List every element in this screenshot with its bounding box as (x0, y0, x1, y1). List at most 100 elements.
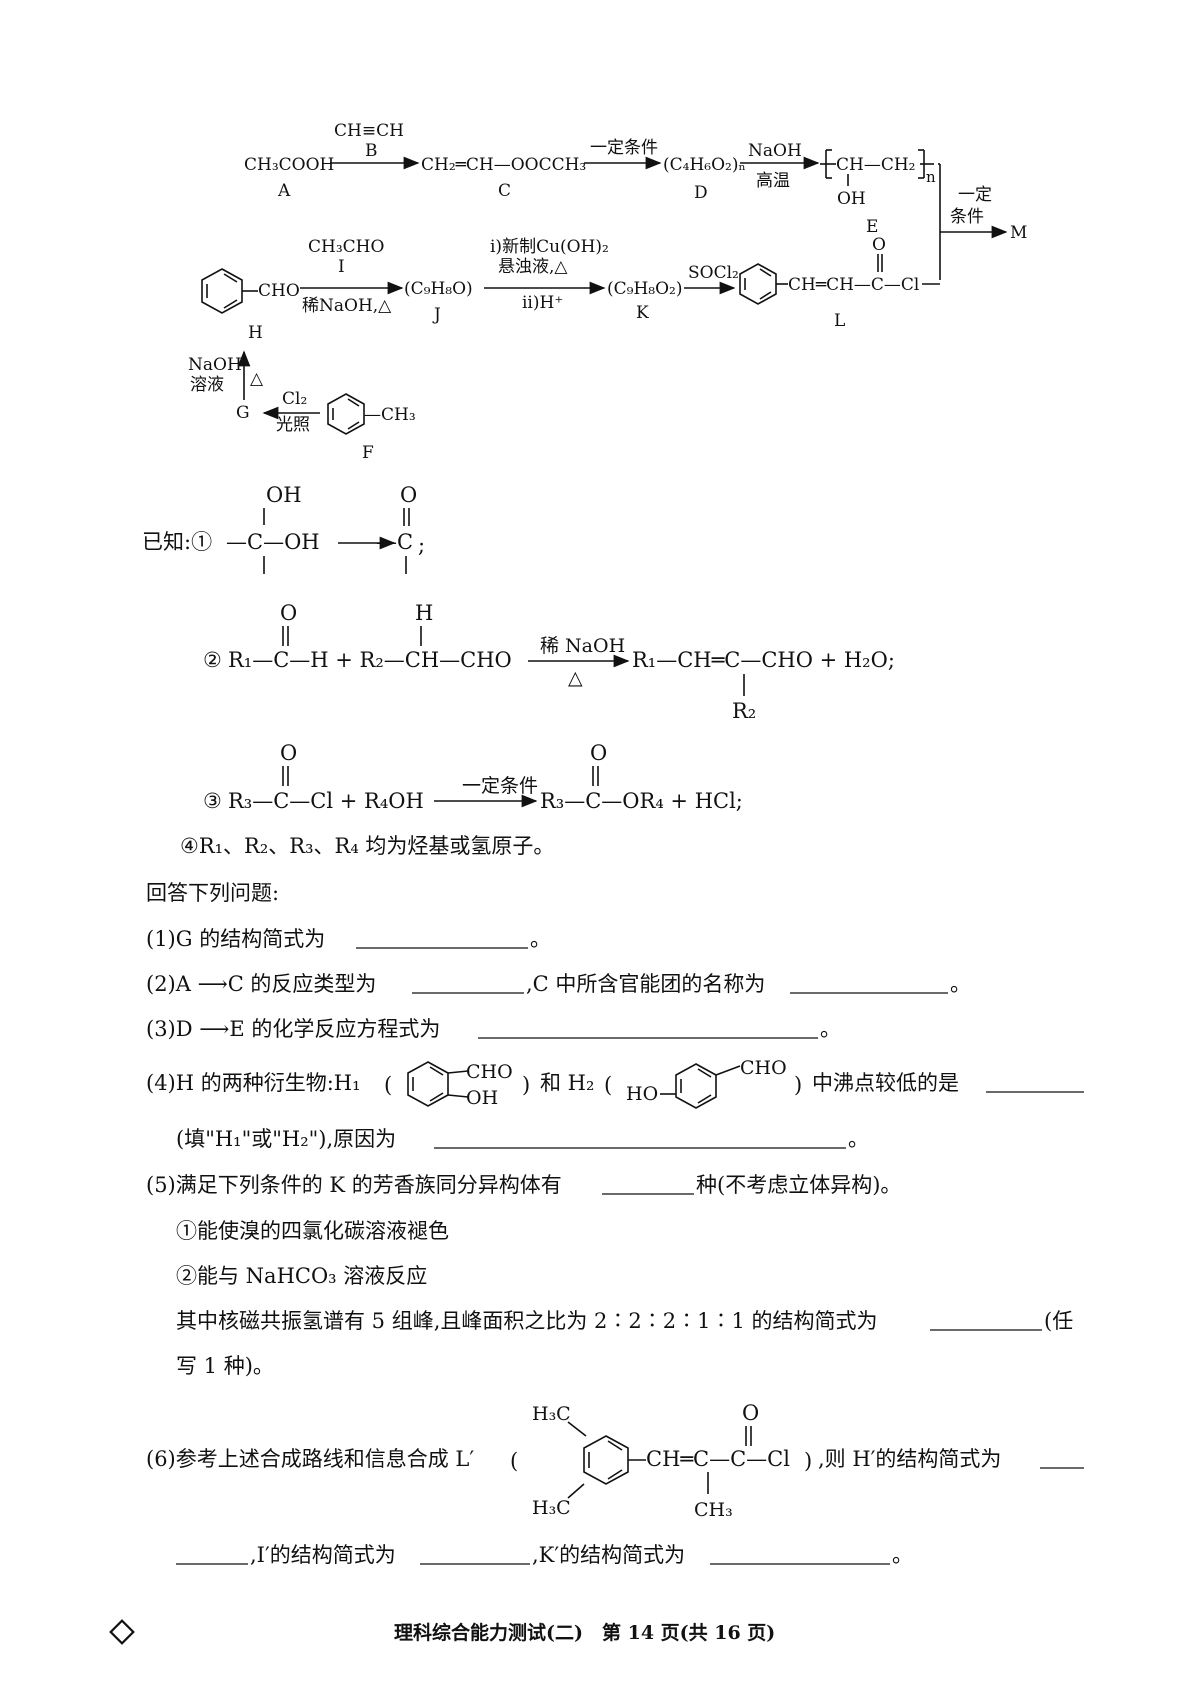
label-G: G (236, 403, 250, 423)
L-prime-CH3-top: H₃C (532, 1403, 571, 1425)
svg-text:): ) (804, 1449, 812, 1473)
compound-K: (C₉H₈O₂) (607, 279, 682, 299)
q5-text-b: 种(不考虑立体异构)。 (696, 1173, 901, 1197)
label-E: E (866, 217, 878, 237)
cond-G-to-H-2: 溶液 (190, 375, 224, 395)
known-1-reactant: —C—OH (226, 530, 320, 554)
label-J: J (432, 305, 441, 325)
scheme-row-3: NaOH 溶液 △ G Cl₂ 光照 —CH₃ F (188, 350, 416, 463)
L-O: O (872, 235, 886, 255)
scheme-row-1: CH₃COOH A CH≡CH B CH₂═CH—OOCCH₃ C 一定条件 (… (244, 121, 1027, 280)
svg-text:。: 。 (848, 1127, 869, 1151)
cond-J-to-K-3: ii)H⁺ (522, 293, 563, 313)
label-L: L (834, 311, 845, 331)
F-methyl: —CH₃ (364, 405, 416, 425)
svg-text:。: 。 (820, 1017, 841, 1041)
cond-J-to-K-2: 悬浊液,△ (498, 257, 568, 277)
known-2-cond-bottom: △ (568, 667, 583, 689)
known-3-prod-O: O (590, 741, 607, 765)
footer-text: 理科综合能力测试(二) 第 14 页(共 16 页) (394, 1621, 775, 1644)
known-2: O H ② R₁—C—H + R₂—CH—CHO 稀 NaOH △ R₁—CH═… (203, 601, 895, 723)
svg-text:。: 。 (530, 927, 551, 951)
q6-text-a: (6)参考上述合成路线和信息合成 L′ (146, 1447, 474, 1471)
known-2-H: H (415, 601, 433, 625)
known-3-O: O (280, 741, 297, 765)
benzene-ring-L-prime (583, 1435, 629, 1485)
reagent-I: CH₃CHO (308, 237, 384, 257)
L-prime-CH3: CH₃ (694, 1499, 733, 1521)
L-chain: CH═CH—C—Cl (788, 275, 919, 295)
known-3-num: ③ (203, 789, 222, 813)
compound-J: (C₉H₈O) (404, 279, 473, 299)
H1-OH: OH (466, 1087, 498, 1109)
known-intro: 已知:① (142, 530, 212, 554)
diamond-icon (109, 1619, 135, 1645)
known-2-O: O (280, 601, 297, 625)
q4-text-a: (4)H 的两种衍生物:H₁ (146, 1071, 361, 1095)
svg-text:(: ( (384, 1073, 392, 1097)
q5-condition-3: 其中核磁共振氢谱有 5 组峰,且峰面积之比为 2∶2∶2∶1∶1 的结构简式为 (176, 1309, 878, 1333)
label-M: M (1010, 223, 1027, 243)
svg-text:): ) (794, 1073, 802, 1097)
cond-H-to-J: 稀NaOH,△ (302, 296, 392, 316)
q4-text-d: (填"H₁"或"H₂"),原因为 (176, 1127, 396, 1151)
compound-A: CH₃COOH (244, 155, 334, 175)
known-1-product: —C (376, 530, 413, 554)
label-B: B (365, 141, 378, 161)
polymer-OH: OH (837, 189, 866, 209)
benzene-ring-H2 (675, 1063, 717, 1109)
label-C: C (498, 181, 511, 201)
reagent-B: CH≡CH (334, 121, 404, 141)
q6-text-c: ,I′的结构简式为 (250, 1543, 396, 1567)
cond-C-to-D: 一定条件 (590, 138, 658, 158)
known-2-cond-top: 稀 NaOH (540, 635, 625, 657)
label-I: I (338, 257, 345, 277)
cond-to-M-1: 一定 (958, 185, 992, 205)
q6-text-b: ,则 H′的结构简式为 (818, 1447, 1001, 1471)
known-1-end: ; (418, 533, 425, 557)
q2-text-a: (2)A ⟶C 的反应类型为 (146, 972, 376, 996)
known-1-O: O (400, 483, 417, 507)
scheme-row-2: CHO H CH₃CHO I 稀NaOH,△ (C₉H₈O) J i)新制Cu(… (201, 235, 940, 343)
H-CHO: CHO (258, 281, 300, 301)
questions-intro: 回答下列问题: (146, 881, 279, 905)
q5-condition-2: ②能与 NaHCO₃ 溶液反应 (176, 1264, 427, 1288)
compound-C: CH₂═CH—OOCCH₃ (421, 155, 586, 175)
known-2-product: R₁—CH═C—CHO + H₂O; (632, 648, 895, 672)
known-2-reactants: R₁—C—H + R₂—CH—CHO (228, 648, 512, 672)
q6: (6)参考上述合成路线和信息合成 L′ ( H₃C H₃C CH═C—C—Cl … (146, 1401, 1084, 1567)
label-A: A (277, 181, 291, 201)
cond-J-to-K-1: i)新制Cu(OH)₂ (490, 237, 609, 257)
q3-text: (3)D ⟶E 的化学反应方程式为 (146, 1017, 440, 1041)
svg-text:(: ( (510, 1449, 518, 1473)
cond-G-to-H-3: △ (250, 369, 264, 389)
known-3-cond: 一定条件 (462, 775, 538, 797)
benzene-ring-L (739, 263, 777, 305)
svg-text:。: 。 (892, 1543, 913, 1567)
cond-D-to-E-bottom: 高温 (756, 171, 790, 191)
label-K: K (636, 303, 649, 323)
benzene-ring-F (327, 393, 365, 435)
H2-CHO: CHO (740, 1057, 787, 1079)
known-1-OH: OH (266, 483, 302, 507)
q2-text-b: ,C 中所含官能团的名称为 (526, 972, 765, 996)
cond-F-to-G-2: 光照 (276, 415, 310, 435)
compound-D: (C₄H₆O₂)ₙ (663, 155, 746, 175)
cond-F-to-G-1: Cl₂ (282, 389, 307, 409)
L-prime-chain: CH═C—C—Cl (646, 1447, 790, 1471)
label-H: H (248, 323, 263, 343)
q4-text-b: 和 H₂ (540, 1071, 594, 1095)
benzene-ring-H1 (407, 1061, 449, 1107)
q4-text-c: 中沸点较低的是 (812, 1071, 959, 1095)
known-3-reactants: R₃—C—Cl + R₄OH (228, 789, 424, 813)
L-prime-CH3-bottom: H₃C (532, 1497, 571, 1519)
q1-text: (1)G 的结构简式为 (146, 927, 325, 951)
label-D: D (694, 183, 708, 203)
cond-to-M-2: 条件 (950, 207, 984, 227)
q5-text-a: (5)满足下列条件的 K 的芳香族同分异构体有 (146, 1173, 562, 1197)
known-2-num: ② (203, 648, 222, 672)
known-4: ④R₁、R₂、R₃、R₄ 均为烃基或氢原子。 (180, 834, 554, 858)
cond-K-to-L: SOCl₂ (688, 263, 739, 283)
